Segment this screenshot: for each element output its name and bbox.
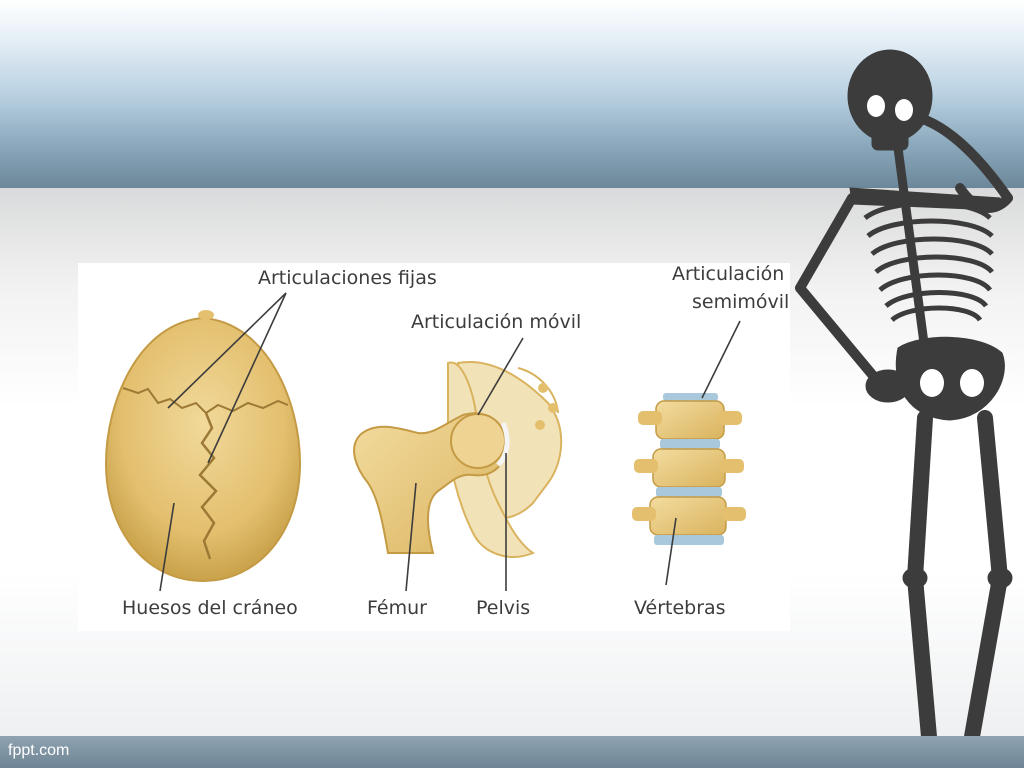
label-semimovable-line2: semimóvil [692,291,790,313]
skull-illustration [104,310,302,583]
joints-illustration [104,292,746,592]
label-fixed-joints: Articulaciones fijas [258,267,437,289]
leader-lines [159,292,741,592]
vertebrae-illustration [632,393,746,545]
footer-bar [0,736,1024,768]
label-femur: Fémur [367,597,427,619]
label-movable-joint: Articulación móvil [411,311,582,333]
joints-diagram: Articulaciones fijas Articulación móvil … [78,263,790,631]
label-pelvis: Pelvis [476,597,531,619]
hip-illustration [353,361,563,558]
label-skull-bones: Huesos del cráneo [122,597,298,619]
skeleton-illustration [795,49,1013,760]
label-vertebrae: Vértebras [634,597,726,619]
label-semimovable-line1: Articulación [672,263,785,285]
footer-brand-text: fppt.com [8,742,70,759]
